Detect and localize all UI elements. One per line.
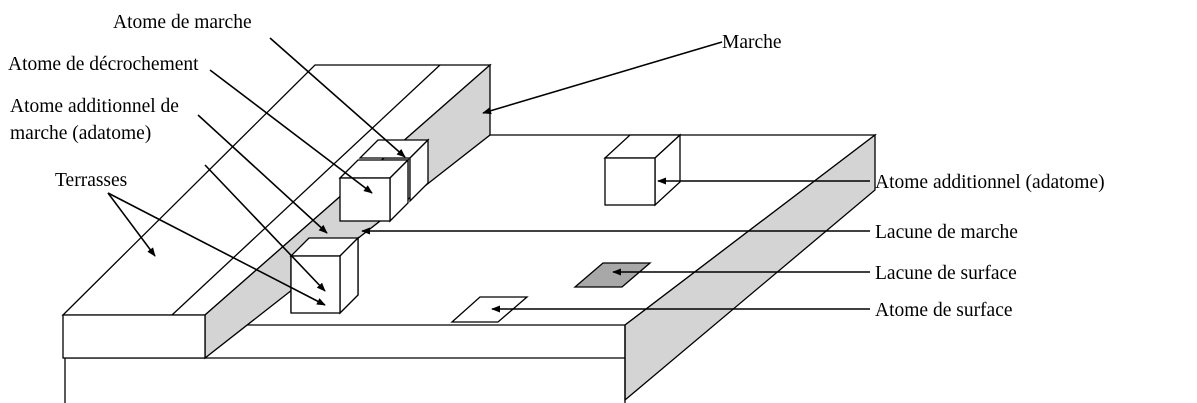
label-step: Marche bbox=[722, 32, 782, 53]
arrow-step-adatom-b bbox=[204, 164, 326, 292]
label-step-atom: Atome de marche bbox=[113, 12, 252, 33]
step-atom-side bbox=[409, 138, 429, 203]
label-step-adatom-line2: marche (adatome) bbox=[10, 123, 151, 144]
adatom-front bbox=[604, 157, 656, 206]
arrow-terrace-lower bbox=[107, 192, 326, 306]
surface-adatom bbox=[603, 133, 682, 207]
arrow-kink-atom bbox=[209, 69, 373, 194]
label-terraces: Terrasses bbox=[55, 170, 127, 191]
label-surface-atom: Atome de surface bbox=[875, 300, 1013, 321]
arrow-step-atom bbox=[269, 37, 406, 158]
step-atoms bbox=[289, 138, 430, 315]
surface-atom bbox=[450, 296, 529, 323]
arrows bbox=[107, 37, 870, 313]
label-step-vacancy: Lacune de marche bbox=[875, 222, 1018, 243]
label-adatom: Atome additionnel (adatome) bbox=[875, 172, 1105, 193]
label-surface-vacancy: Lacune de surface bbox=[875, 263, 1017, 284]
step-edge-row-line bbox=[171, 64, 441, 316]
label-step-adatom-line1: Atome additionnel de bbox=[10, 96, 179, 117]
arrow-terrace-upper bbox=[107, 192, 156, 257]
label-kink-atom: Atome de décrochement bbox=[8, 54, 199, 75]
arrow-step bbox=[482, 41, 723, 115]
kink-atom-front bbox=[339, 177, 391, 222]
arrow-step-adatom-a bbox=[197, 114, 328, 234]
upper-step-front-face bbox=[62, 314, 206, 359]
step-adatom-front bbox=[290, 255, 341, 314]
labels: Atome de marche Atome de décrochement At… bbox=[8, 12, 1105, 321]
